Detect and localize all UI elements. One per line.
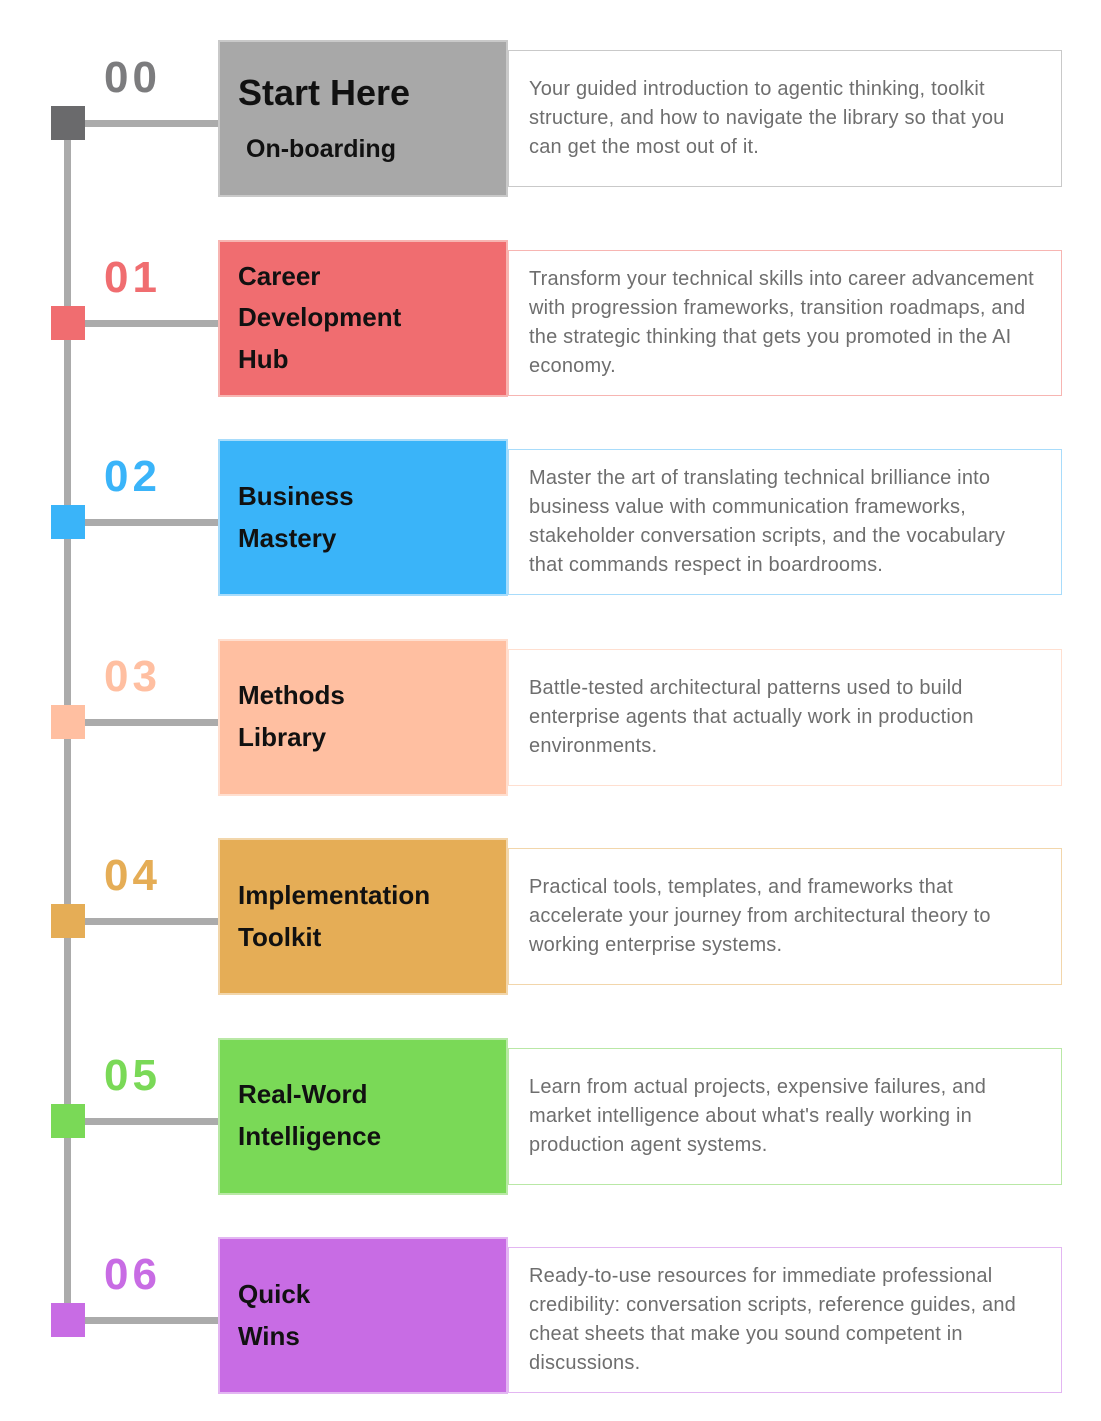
section-number: 02: [104, 452, 161, 501]
section-number: 00: [104, 53, 161, 102]
section-title-box: Methods Library: [218, 638, 508, 796]
section-number: 04: [104, 851, 161, 900]
section-number: 01: [104, 252, 161, 302]
timeline-row: 04 Implementation Toolkit Practical tool…: [0, 838, 1101, 995]
section-description-box: Ready-to-use resources for immediate pro…: [508, 1247, 1062, 1393]
section-description: Your guided introduction to agentic thin…: [529, 78, 1005, 158]
section-title: Methods Library: [238, 680, 345, 752]
section-title-box: Quick Wins: [218, 1237, 508, 1394]
timeline-node-square: [51, 505, 85, 539]
timeline-node-square: [51, 1103, 85, 1138]
section-title-box: Start Here On-boarding: [218, 40, 508, 197]
timeline-node-square: [51, 305, 85, 340]
section-title: Quick Wins: [238, 1278, 311, 1351]
section-title: Start Here: [238, 72, 411, 114]
section-subtitle: On-boarding: [246, 134, 396, 163]
section-title-box: Real-Word Intelligence: [218, 1037, 508, 1195]
section-description: Battle-tested architectural patterns use…: [529, 676, 974, 757]
section-title-box: Implementation Toolkit: [218, 838, 508, 995]
section-description: Master the art of translating technical …: [529, 467, 1006, 576]
section-description-box: Your guided introduction to agentic thin…: [508, 50, 1062, 187]
connector-line: [85, 120, 218, 127]
section-title: Business Mastery: [238, 480, 354, 553]
section-title-box: Career Development Hub: [218, 239, 508, 397]
section-description: Transform your technical skills into car…: [529, 267, 1034, 377]
section-title: Real-Word Intelligence: [238, 1079, 382, 1151]
section-description-box: Transform your technical skills into car…: [508, 249, 1062, 396]
section-description-box: Battle-tested architectural patterns use…: [508, 648, 1062, 786]
section-description-box: Practical tools, templates, and framewor…: [508, 848, 1062, 985]
timeline-row: 00 Start Here On-boarding Your guided in…: [0, 40, 1101, 197]
timeline-node-square: [51, 106, 85, 140]
section-description: Ready-to-use resources for immediate pro…: [529, 1265, 1016, 1374]
timeline-row: 01 Career Development Hub Transform your…: [0, 239, 1101, 397]
section-number: 03: [104, 651, 161, 701]
section-description-box: Learn from actual projects, expensive fa…: [508, 1047, 1062, 1185]
connector-line: [85, 519, 218, 526]
timeline-row: 02 Business Mastery Master the art of tr…: [0, 439, 1101, 596]
timeline-node-square: [51, 904, 85, 938]
connector-line: [85, 918, 218, 925]
connector-line: [85, 1317, 218, 1324]
timeline-row: 03 Methods Library Battle-tested archite…: [0, 638, 1101, 796]
section-number: 05: [104, 1050, 161, 1100]
section-title: Career Development Hub: [238, 260, 402, 374]
timeline-node-square: [51, 1303, 85, 1337]
connector-line: [85, 718, 218, 726]
section-number: 06: [104, 1250, 161, 1299]
timeline-node-square: [51, 704, 85, 739]
section-description: Learn from actual projects, expensive fa…: [529, 1075, 987, 1156]
connector-line: [85, 1117, 218, 1125]
section-title: Implementation Toolkit: [238, 879, 431, 952]
section-description-box: Master the art of translating technical …: [508, 449, 1062, 595]
timeline-row: 06 Quick Wins Ready-to-use resources for…: [0, 1237, 1101, 1394]
connector-line: [85, 319, 218, 327]
section-description: Practical tools, templates, and framewor…: [529, 876, 991, 956]
timeline-row: 05 Real-Word Intelligence Learn from act…: [0, 1037, 1101, 1195]
section-title-box: Business Mastery: [218, 439, 508, 596]
